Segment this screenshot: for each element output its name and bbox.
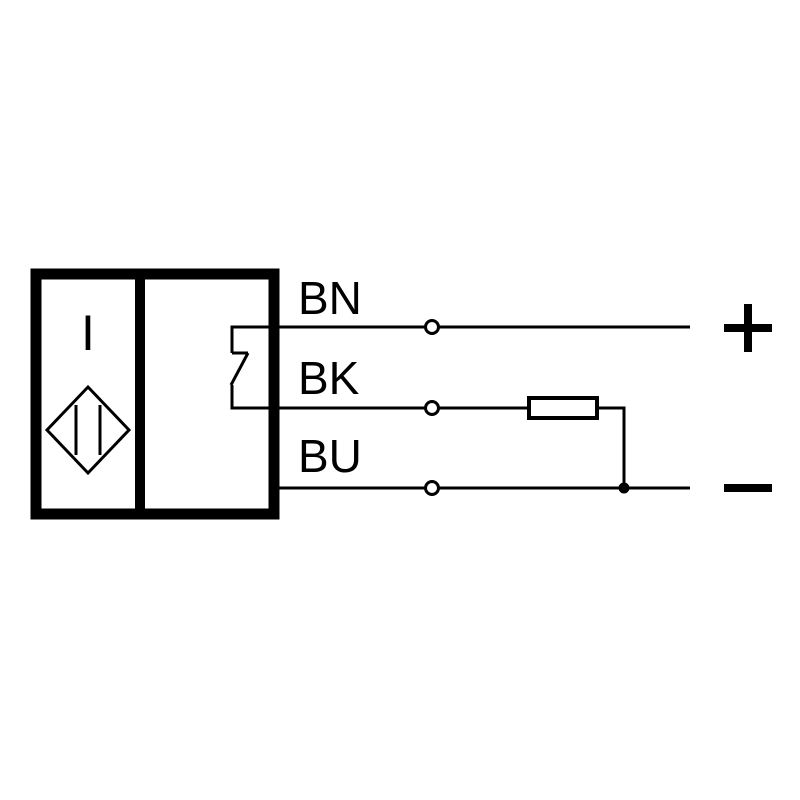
junction-dot bbox=[618, 482, 630, 494]
sensor-outer-box bbox=[30, 268, 280, 520]
load-resistor-icon bbox=[527, 396, 599, 420]
wires bbox=[274, 325, 690, 490]
wire-label-bn: BN bbox=[298, 272, 362, 324]
wire-load-return bbox=[597, 406, 626, 488]
minus-symbol bbox=[724, 484, 772, 492]
terminal-bk bbox=[424, 400, 440, 416]
plus-symbol bbox=[724, 304, 772, 352]
terminal-bu bbox=[424, 480, 440, 496]
switch-contact-icon bbox=[229, 325, 274, 410]
sensor-housing bbox=[30, 268, 280, 520]
terminal-bn bbox=[424, 319, 440, 335]
wire-label-bk: BK bbox=[298, 352, 360, 404]
wire-label-bu: BU bbox=[298, 430, 362, 482]
sensor-function-mark: I bbox=[81, 305, 95, 361]
inductive-sensor-icon bbox=[44, 384, 132, 476]
